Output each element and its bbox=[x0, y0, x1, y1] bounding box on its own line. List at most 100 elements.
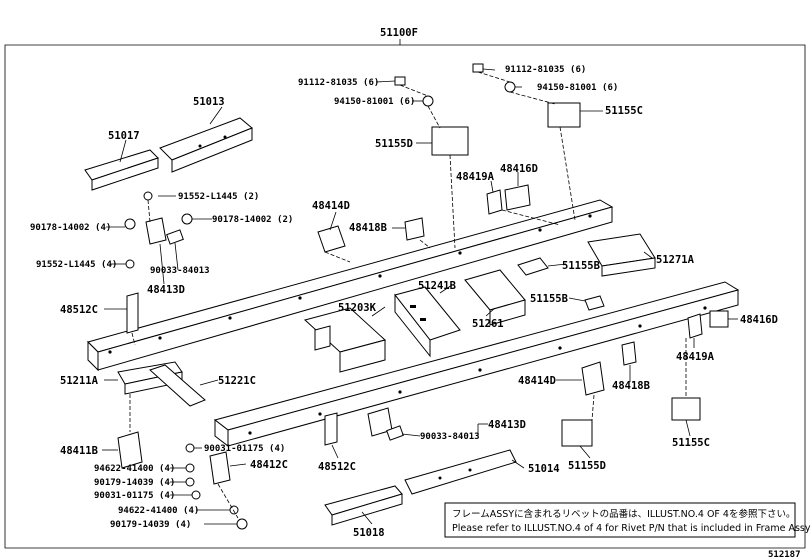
bracket-48512c-top[interactable] bbox=[126, 292, 139, 334]
label-51013[interactable]: 51013 bbox=[193, 96, 225, 108]
label-90031-01175-b[interactable]: 90031-01175 (4) bbox=[94, 491, 175, 501]
bracket-48414d-top[interactable] bbox=[317, 225, 346, 253]
nut-90179-b[interactable] bbox=[236, 518, 248, 530]
label-90178-14002-a[interactable]: 90178-14002 (4) bbox=[30, 223, 111, 233]
note-box: フレームASSYに含まれるリベットの品番は、ILLUST.NO.4 OF 4を参… bbox=[444, 502, 811, 538]
label-94150-81001-b[interactable]: 94150-81001 (6) bbox=[537, 83, 618, 93]
plate-51155d-top[interactable] bbox=[431, 126, 469, 156]
label-91112-81035-b[interactable]: 91112-81035 (6) bbox=[505, 65, 586, 75]
label-51211a[interactable]: 51211A bbox=[60, 375, 99, 387]
label-51155b-b[interactable]: 51155B bbox=[530, 293, 568, 305]
bracket-48418b-mid[interactable] bbox=[621, 341, 637, 366]
bracket-48418b-top[interactable] bbox=[404, 217, 425, 241]
nut-90178-b[interactable] bbox=[181, 213, 193, 225]
diagram-border bbox=[4, 44, 806, 549]
bracket-48413d-top[interactable] bbox=[145, 217, 167, 245]
nut-94150-a[interactable] bbox=[422, 95, 434, 107]
diagram-id: 512187 bbox=[768, 550, 801, 560]
label-90179-14039-a[interactable]: 90179-14039 (4) bbox=[94, 478, 175, 488]
label-90179-14039-b[interactable]: 90179-14039 (4) bbox=[110, 520, 191, 530]
label-51017[interactable]: 51017 bbox=[108, 130, 140, 142]
label-48419a-top[interactable]: 48419A bbox=[456, 171, 495, 183]
frame-rail-left bbox=[87, 199, 614, 372]
label-94622-41400-b[interactable]: 94622-41400 (4) bbox=[118, 506, 199, 516]
label-48418b-top[interactable]: 48418B bbox=[349, 222, 387, 234]
washer-94622-a[interactable] bbox=[185, 463, 195, 473]
bolt-91552-a[interactable] bbox=[143, 191, 153, 201]
label-48416d-right[interactable]: 48416D bbox=[740, 314, 778, 326]
label-51155d-top[interactable]: 51155D bbox=[375, 138, 413, 150]
leader-lines bbox=[102, 68, 738, 525]
bracket-51013[interactable] bbox=[159, 117, 253, 173]
bracket-48419a-right[interactable] bbox=[687, 313, 703, 339]
label-51155d-bottom[interactable]: 51155D bbox=[568, 460, 606, 472]
frame-rail-right bbox=[213, 281, 740, 448]
label-48512c-top[interactable]: 48512C bbox=[60, 304, 98, 316]
label-51155c-bottom[interactable]: 51155C bbox=[672, 437, 710, 449]
label-48416d-top[interactable]: 48416D bbox=[500, 163, 538, 175]
bolt-91112-a[interactable] bbox=[394, 76, 406, 86]
bolt-90031-a[interactable] bbox=[185, 443, 195, 453]
label-51014[interactable]: 51014 bbox=[528, 463, 560, 475]
bracket-51221c[interactable] bbox=[149, 364, 206, 407]
label-51155b-a[interactable]: 51155B bbox=[562, 260, 600, 272]
label-48512c-bottom[interactable]: 48512C bbox=[318, 461, 356, 473]
crossmember-51203k[interactable] bbox=[303, 307, 387, 373]
bracket-48411b[interactable] bbox=[117, 431, 143, 469]
bracket-48419a-top[interactable] bbox=[486, 189, 503, 215]
bracket-48416d-top[interactable] bbox=[504, 184, 531, 211]
label-51261[interactable]: 51261 bbox=[472, 318, 504, 330]
label-51018[interactable]: 51018 bbox=[353, 527, 385, 539]
label-51203k[interactable]: 51203K bbox=[338, 302, 377, 314]
plate-51155c-bottom[interactable] bbox=[671, 397, 701, 421]
bolt-91552-b[interactable] bbox=[125, 259, 135, 269]
label-90031-01175-a[interactable]: 90031-01175 (4) bbox=[204, 444, 285, 454]
bolt-91112-b[interactable] bbox=[472, 63, 484, 73]
label-91112-81035-a[interactable]: 91112-81035 (6) bbox=[298, 78, 379, 88]
plate-51155d-bottom[interactable] bbox=[561, 419, 593, 447]
label-90178-14002-b[interactable]: 90178-14002 (2) bbox=[212, 215, 293, 225]
bracket-51155b-a[interactable] bbox=[517, 257, 549, 276]
label-48418b-mid[interactable]: 48418B bbox=[612, 380, 650, 392]
bracket-48512c-bottom[interactable] bbox=[324, 412, 338, 446]
label-48412c[interactable]: 48412C bbox=[250, 459, 288, 471]
bushing-90033-mid[interactable] bbox=[386, 425, 404, 441]
label-48414d-mid[interactable]: 48414D bbox=[518, 375, 556, 387]
bushing-90033-top[interactable] bbox=[166, 229, 184, 245]
bracket-51017[interactable] bbox=[84, 149, 159, 191]
label-51241b[interactable]: 51241B bbox=[418, 280, 456, 292]
crossmember-51241b[interactable] bbox=[394, 286, 461, 358]
nut-90179-a[interactable] bbox=[185, 477, 195, 487]
label-51271a[interactable]: 51271A bbox=[656, 254, 695, 266]
label-90033-84013-b[interactable]: 90033-84013 bbox=[420, 432, 480, 442]
nut-90178-a[interactable] bbox=[124, 218, 136, 230]
label-94622-41400-a[interactable]: 94622-41400 (4) bbox=[94, 464, 175, 474]
label-90033-84013-a[interactable]: 90033-84013 bbox=[150, 266, 210, 276]
bracket-48416d-right[interactable] bbox=[709, 310, 729, 328]
bracket-51155b-b[interactable] bbox=[584, 295, 605, 311]
note-japanese: フレームASSYに含まれるリベットの品番は、ILLUST.NO.4 OF 4を参… bbox=[452, 508, 795, 520]
plate-51014[interactable] bbox=[404, 449, 517, 495]
label-48413d-top[interactable]: 48413D bbox=[147, 284, 185, 296]
label-48413d-mid[interactable]: 48413D bbox=[488, 419, 526, 431]
label-51221c[interactable]: 51221C bbox=[218, 375, 256, 387]
nut-94150-b[interactable] bbox=[504, 81, 516, 93]
note-english: Please refer to ILLUST.NO.4 of 4 for Riv… bbox=[452, 523, 811, 534]
assembly-label[interactable]: 51100F bbox=[380, 27, 418, 39]
label-48419a-right[interactable]: 48419A bbox=[676, 351, 715, 363]
label-94150-81001-a[interactable]: 94150-81001 (6) bbox=[334, 97, 415, 107]
bolt-90031-b[interactable] bbox=[191, 490, 201, 500]
plate-51018[interactable] bbox=[324, 485, 403, 526]
label-91552-l1445-b[interactable]: 91552-L1445 (4) bbox=[36, 260, 117, 270]
crossmember-51271a[interactable] bbox=[587, 233, 656, 277]
plate-51155c-top[interactable] bbox=[547, 102, 581, 128]
crossmember-51261[interactable] bbox=[464, 269, 526, 326]
bracket-48412c[interactable] bbox=[209, 451, 231, 485]
label-51155c-top[interactable]: 51155C bbox=[605, 105, 643, 117]
label-91552-l1445-a[interactable]: 91552-L1445 (2) bbox=[178, 192, 259, 202]
bracket-48414d-mid[interactable] bbox=[581, 361, 605, 396]
label-48414d-top[interactable]: 48414D bbox=[312, 200, 350, 212]
part-labels: 51013 51017 91112-81035 (6) 94150-81001 … bbox=[30, 65, 778, 539]
label-48411b[interactable]: 48411B bbox=[60, 445, 98, 457]
